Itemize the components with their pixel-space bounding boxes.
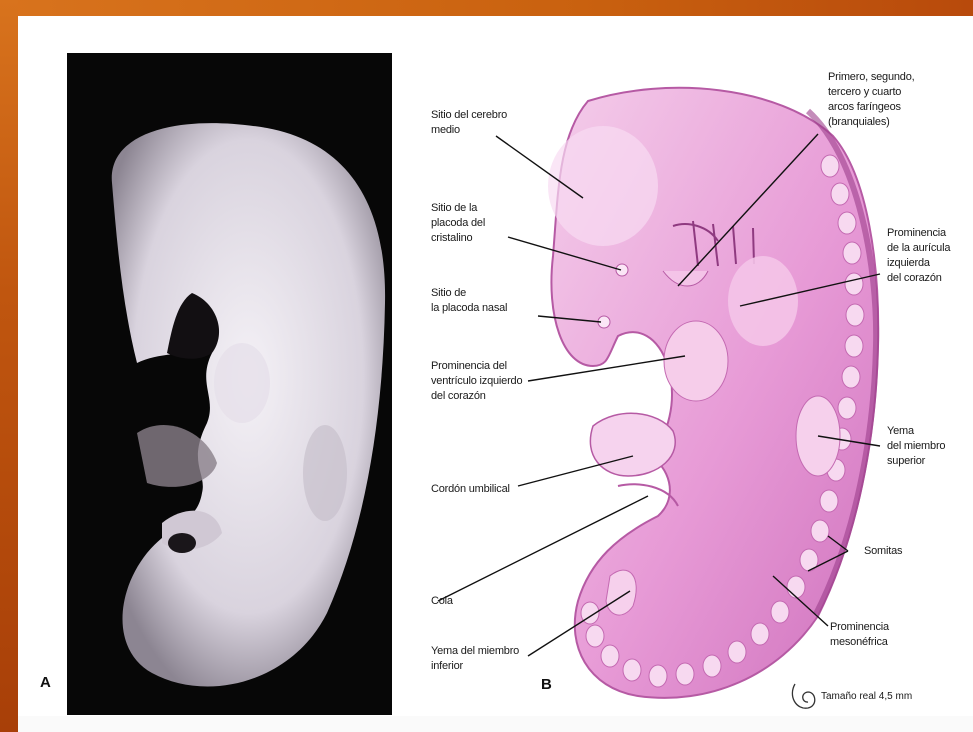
scale-note: Tamaño real 4,5 mm: [821, 691, 912, 702]
label-lens-placode: Sitio de la placoda del cristalino: [431, 201, 485, 246]
label-nasal-placode: Sitio de la placoda nasal: [431, 286, 507, 316]
slide-frame-top: [0, 0, 973, 16]
label-midbrain: Sitio del cerebro medio: [431, 108, 507, 138]
page-bottom-strip: [18, 716, 973, 732]
label-mesonephric: Prominencia mesonéfrica: [830, 620, 889, 650]
label-pharyngeal-arches: Primero, segundo, tercero y cuarto arcos…: [828, 70, 914, 130]
label-tail: Cola: [431, 594, 453, 609]
label-lower-limb-bud: Yema del miembro inferior: [431, 644, 519, 674]
panel-b-letter: B: [541, 676, 552, 693]
scale-embryo-icon: [792, 684, 814, 708]
label-left-ventricle: Prominencia del ventrículo izquierdo del…: [431, 359, 522, 404]
label-left-atrium: Prominencia de la aurícula izquierda del…: [887, 226, 950, 286]
slide-frame-left: [0, 0, 18, 732]
label-somites: Somitas: [864, 544, 902, 559]
figure-page: A: [18, 16, 973, 732]
label-umbilical-cord: Cordón umbilical: [431, 482, 510, 497]
label-upper-limb-bud: Yema del miembro superior: [887, 424, 945, 469]
